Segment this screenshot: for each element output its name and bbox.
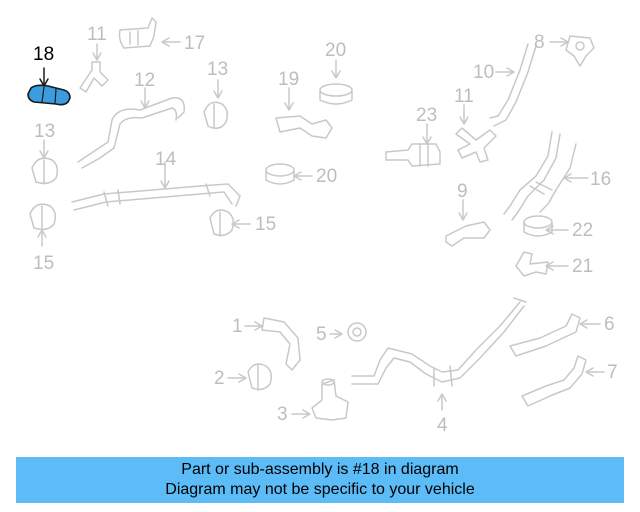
part-13-clamp <box>203 101 229 129</box>
callout-2: 2 <box>214 368 225 389</box>
callout-3: 3 <box>277 404 288 425</box>
part-3-valve <box>311 378 349 421</box>
part-16-hose <box>503 131 577 221</box>
banner-line-2: Diagram may not be specific to your vehi… <box>165 481 475 498</box>
callout-6: 6 <box>604 314 615 335</box>
callout-20: 20 <box>325 40 347 61</box>
part-12-hose <box>77 97 185 169</box>
part-20-clamp <box>319 83 353 105</box>
callout-5: 5 <box>316 324 327 345</box>
part-22-clamp <box>523 215 553 237</box>
callout-14: 14 <box>155 149 177 170</box>
part-13-clamp-lower <box>31 157 59 185</box>
callout-7: 7 <box>607 362 618 383</box>
callout-9: 9 <box>457 181 468 202</box>
callout-4: 4 <box>437 415 448 436</box>
callout-21: 21 <box>572 256 594 277</box>
part-4-pipe <box>351 297 527 387</box>
part-20-clamp-lower <box>265 163 295 185</box>
part-7-hose <box>521 355 587 407</box>
parts-diagram <box>27 17 605 421</box>
info-banner: Part or sub-assembly is #18 in diagram D… <box>16 457 624 503</box>
part-17-valve <box>118 17 157 49</box>
callout-13-lower: 13 <box>34 121 56 142</box>
callout-15-left: 15 <box>33 253 55 274</box>
callout-18[interactable]: 18 <box>33 44 55 65</box>
part-15-clamp <box>209 209 235 237</box>
callout-15: 15 <box>255 214 277 235</box>
callout-22: 22 <box>572 220 594 241</box>
part-11-tee <box>79 61 109 93</box>
callout-19: 19 <box>278 69 300 90</box>
callout-10: 10 <box>473 62 495 83</box>
part-9-hose <box>445 221 491 247</box>
callout-16: 16 <box>590 169 612 190</box>
part-8-fitting <box>565 35 595 67</box>
part-5-o-ring <box>347 322 367 342</box>
part-6-hose <box>509 313 581 357</box>
callout-13: 13 <box>207 59 229 80</box>
callout-12: 12 <box>134 70 156 91</box>
part-15-clamp-left <box>29 203 57 231</box>
part-19-hose <box>275 115 333 139</box>
part-2-clamp <box>247 363 273 391</box>
part-18-clamp[interactable] <box>27 84 71 106</box>
part-14-hose <box>71 183 241 211</box>
part-23-connector <box>385 143 441 167</box>
banner-line-1: Part or sub-assembly is #18 in diagram <box>181 461 459 478</box>
callout-17: 17 <box>184 33 206 54</box>
callout-11-right: 11 <box>454 86 474 107</box>
callout-20-lower: 20 <box>316 166 338 187</box>
part-11-tee-right <box>455 127 497 163</box>
part-1-hose <box>261 317 301 371</box>
callout-23: 23 <box>416 105 438 126</box>
callout-1: 1 <box>232 316 243 337</box>
callout-11: 11 <box>87 24 107 45</box>
part-10-hose <box>489 43 537 127</box>
callout-8: 8 <box>534 32 545 53</box>
part-21-hose <box>515 251 549 277</box>
